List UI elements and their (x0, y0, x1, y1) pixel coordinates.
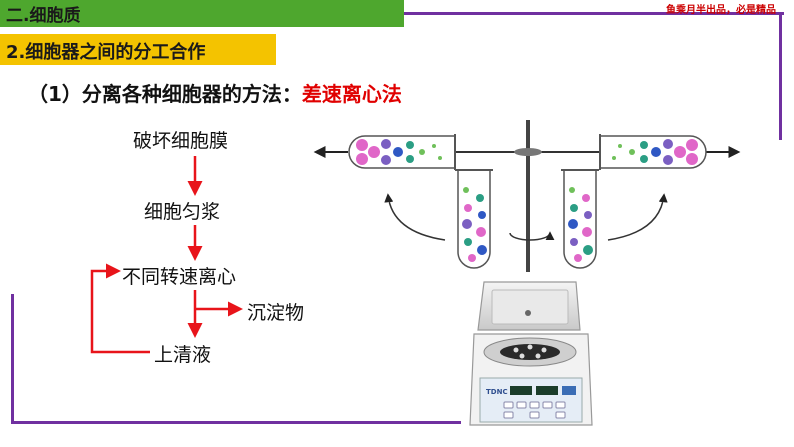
flow-step-supernatant: 上清液 (154, 344, 212, 366)
section-title-bar: 二.细胞质 (0, 0, 404, 27)
right-vertical-tube (561, 169, 599, 269)
subsection-title-bar: 2.细胞器之间的分工合作 (0, 34, 276, 65)
flow-branch-sediment: 沉淀物 (247, 302, 305, 324)
panel-button-3[interactable] (529, 401, 540, 409)
left-vertical-tube (455, 169, 493, 269)
frame-bottom-line (11, 421, 461, 424)
panel-button-8[interactable] (555, 411, 566, 419)
frame-top-line (404, 12, 784, 15)
right-horizontal-tube (599, 134, 707, 170)
left-horizontal-tube (348, 134, 456, 170)
logo-badge (562, 386, 576, 395)
panel-button-6[interactable] (503, 411, 514, 419)
flow-step-homogenate: 细胞匀浆 (144, 201, 221, 223)
method-heading: （1）分离各种细胞器的方法：差速离心法 (28, 78, 402, 107)
method-prefix: （1）分离各种细胞器的方法： (28, 82, 302, 106)
centrifuge-machine: TDNC (469, 281, 593, 426)
rotation-arrow (509, 231, 555, 241)
frame-left-line (11, 294, 14, 424)
subsection-title: 2.细胞器之间的分工合作 (6, 42, 206, 63)
method-highlight: 差速离心法 (301, 82, 402, 106)
flow-loop-arrow (90, 263, 150, 354)
frame-right-line (779, 12, 782, 140)
panel-button-4[interactable] (542, 401, 553, 409)
display-2 (536, 386, 558, 395)
flow-arrows (90, 156, 243, 354)
rotor-diagram (313, 120, 741, 272)
section-title: 二.细胞质 (6, 6, 81, 26)
left-swing-arrow (384, 193, 446, 241)
lid-knob (525, 310, 531, 316)
flow-step-break-membrane: 破坏细胞膜 (133, 130, 229, 152)
flow-step-centrifuge: 不同转速离心 (122, 266, 237, 288)
panel-button-7[interactable] (529, 411, 540, 419)
slogan-text: 鱼乘月半出品，必是精品 (666, 5, 776, 16)
lid-inner (491, 289, 569, 325)
device-brand: TDNC (486, 388, 508, 396)
right-swing-arrow (607, 193, 668, 241)
panel-button-5[interactable] (555, 401, 566, 409)
rotor-hub (514, 148, 542, 156)
panel-button-1[interactable] (503, 401, 514, 409)
display-1 (510, 386, 532, 395)
panel-button-2[interactable] (516, 401, 527, 409)
